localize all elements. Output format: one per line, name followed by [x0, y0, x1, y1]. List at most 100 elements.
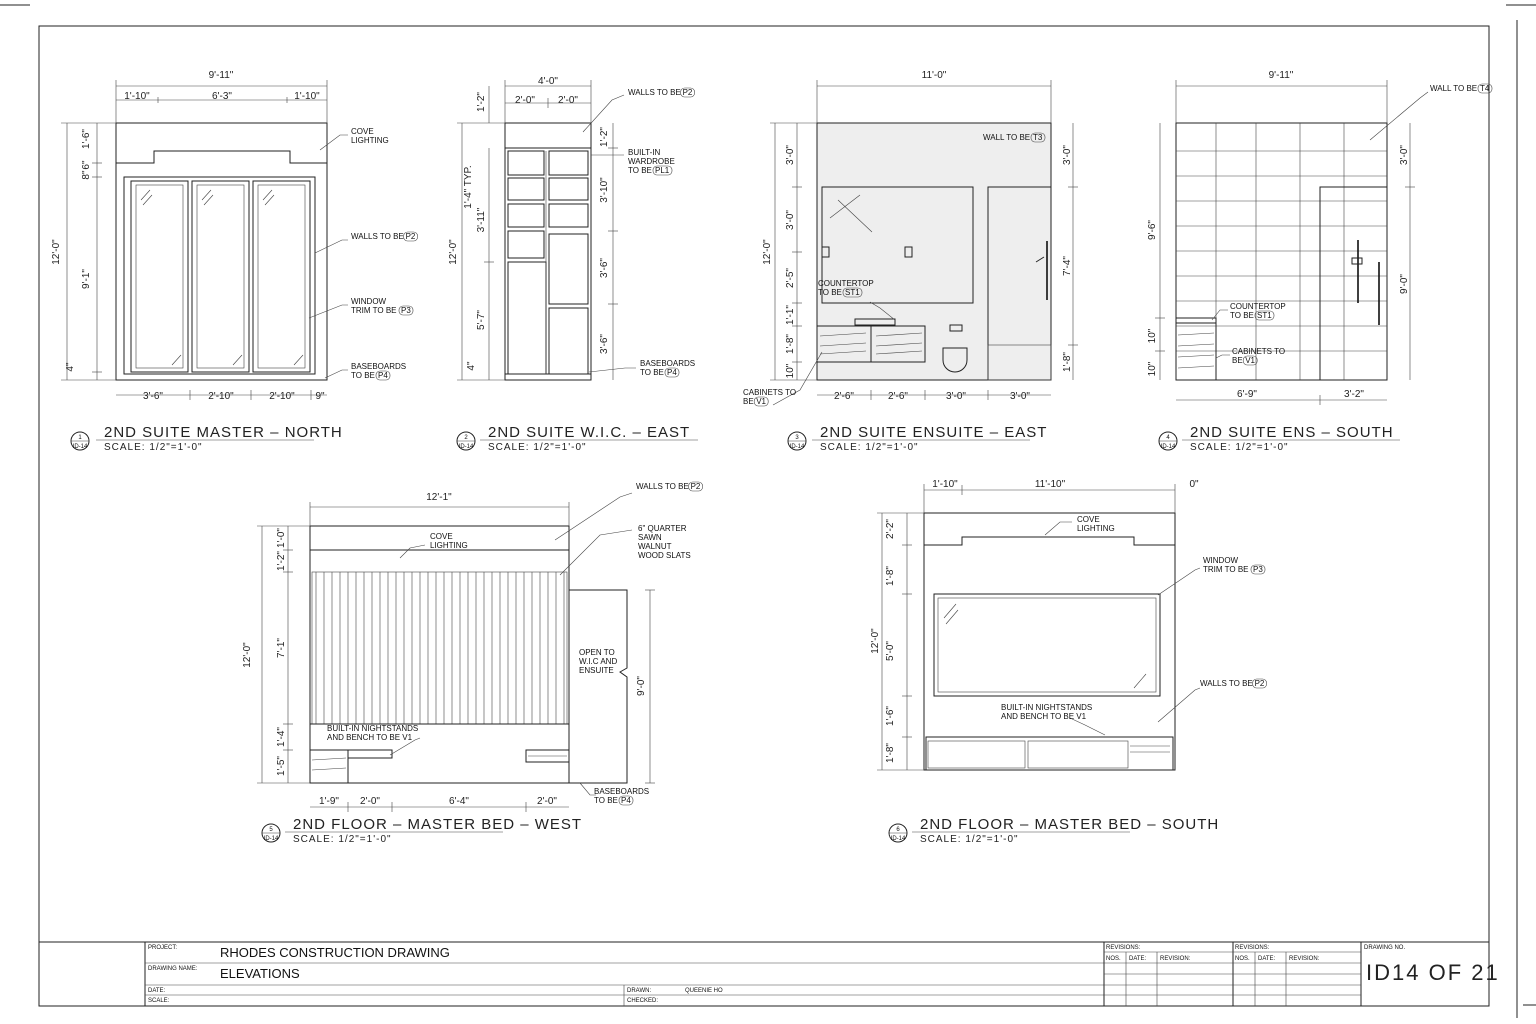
view-2-dimension: 5'-7": [476, 310, 487, 330]
view-4-note-text: BE: [1232, 356, 1243, 365]
view-1-dimension: 8": [81, 170, 92, 180]
view-5-dimension: 12'-1": [426, 492, 452, 503]
view-1-note-text: BASEBOARDS: [351, 362, 406, 371]
view-5-dimension: 1'-4": [276, 727, 287, 747]
view-2-material-tag-box: [664, 367, 680, 378]
view-5-note-text: WOOD SLATS: [638, 551, 691, 560]
view-4-dimension: 3'-2": [1344, 389, 1364, 400]
view-1-dimension: 9'-11": [209, 70, 234, 81]
view-3-material-tag: ST1: [845, 288, 860, 297]
view-5-note-text: SAWN: [638, 533, 662, 542]
view-1-dimension: 9": [315, 391, 325, 402]
view-4-material-tag-box: [1242, 355, 1258, 366]
view-3-material-tag: V1: [756, 397, 766, 406]
view-4-note-text: CABINETS TO: [1232, 347, 1285, 356]
view-6-material-tag-box: [1252, 678, 1267, 689]
view-2-dimension: 3'-6": [599, 258, 610, 278]
view-5-dimension: 1'-2": [276, 551, 287, 571]
revisions-label: REVISIONS:: [1106, 945, 1141, 951]
view-5-note-text: BUILT-IN NIGHTSTANDS: [327, 724, 418, 733]
view-4-dimension: 10": [1147, 328, 1158, 343]
view-4-material-tag: T4: [1480, 84, 1490, 93]
view-2-dimension: 12'-0": [448, 239, 459, 265]
view-4-material-tag: ST1: [1257, 311, 1272, 320]
view-5-note-text: WALLS TO BE: [636, 482, 689, 491]
view-2-dimension: 4'-0": [538, 76, 558, 87]
view-5-note-text: 6" QUARTER: [638, 524, 687, 533]
view-5-material-tag: P2: [691, 482, 701, 491]
view-3-dimension: 3'-0": [785, 145, 796, 165]
view-1-dimension: 2'-10": [208, 391, 234, 402]
view-4-dimension: 10": [1147, 361, 1158, 376]
view-3-material-tag: T3: [1033, 133, 1043, 142]
view-5-dimension: 7'-1": [276, 638, 287, 658]
view-4-title: 2ND SUITE ENS – SOUTH: [1190, 424, 1394, 441]
view-4-sheet-ref: ID-14: [1161, 444, 1176, 450]
elevation-view-5: [257, 492, 655, 812]
view-5-note-text: AND BENCH TO BE V1: [327, 733, 413, 742]
view-2-dimension: 3'-11": [476, 207, 487, 232]
view-4-dimension: 9'-6": [1147, 220, 1158, 240]
view-5-note-text: TO BE: [594, 796, 618, 805]
view-3-scale: SCALE: 1/2"=1'-0": [820, 442, 919, 453]
elevation-view-4: [1155, 80, 1429, 405]
elevation-view-1: [61, 80, 348, 400]
view-6-dimension: 1'-6": [885, 706, 896, 726]
view-5-note-text: W.I.C AND: [579, 657, 617, 666]
view-6-dimension: 2'-2": [885, 519, 896, 539]
title-block: [39, 941, 1489, 1006]
elevation-view-3: [770, 80, 1078, 406]
view-6-material-tag: P2: [1255, 679, 1265, 688]
view-2-dimension: 2'-0": [558, 95, 578, 106]
view-2-note-text: WARDROBE: [628, 157, 675, 166]
view-4-note-text: WALL TO BE: [1430, 84, 1477, 93]
view-3-dimension: 1'-8": [785, 334, 796, 354]
view-5-dimension: 6'-4": [449, 796, 469, 807]
view-3-dimension: 11'-0": [922, 70, 947, 81]
view-1-dimension: 1'-10": [294, 91, 320, 102]
view-1-dimension: 6": [81, 160, 92, 170]
view-4-dimension: 6'-9": [1237, 389, 1257, 400]
view-6-note-text: WINDOW: [1203, 556, 1239, 565]
view-4-number: 4: [1166, 435, 1170, 441]
view-2-material-tag: P4: [667, 368, 677, 377]
view-1-note-text: WINDOW: [351, 297, 387, 306]
view-5-note-text: ENSUITE: [579, 666, 614, 675]
view-3-material-tag-box: [1030, 132, 1046, 143]
view-3-sheet-ref: ID-14: [790, 444, 805, 450]
view-5-dimension: 2'-0": [537, 796, 557, 807]
view-2-note-text: BUILT-IN: [628, 148, 661, 157]
view-2-dimension: 1'-4" TYP.: [463, 165, 474, 208]
view-6-note-text: BUILT-IN NIGHTSTANDS: [1001, 703, 1092, 712]
view-3-dimension: 3'-0": [1010, 391, 1030, 402]
view-2-dimension: 1'-2": [476, 92, 487, 112]
view-2-scale: SCALE: 1/2"=1'-0": [488, 442, 587, 453]
date-label: DATE:: [148, 988, 166, 994]
view-6-material-tag-box: [1250, 564, 1266, 575]
view-6-note-text: WALLS TO BE: [1200, 679, 1253, 688]
view-3-note-text: WALL TO BE: [983, 133, 1030, 142]
view-3-material-tag-box: [842, 287, 863, 298]
view-4-material-tag-box: [1254, 310, 1275, 321]
view-2-dimension: 1'-2": [599, 127, 610, 147]
revisions-label: REVISIONS:: [1235, 945, 1270, 951]
view-4-scale: SCALE: 1/2"=1'-0": [1190, 442, 1289, 453]
view-1-note-text: LIGHTING: [351, 136, 389, 145]
view-1-note-text: COVE: [351, 127, 374, 136]
view-2-material-tag-box: [680, 87, 695, 98]
view-1-dimension: 4": [65, 362, 76, 372]
view-1-material-tag-box: [398, 305, 414, 316]
view-2-number: 2: [464, 435, 468, 441]
view-3-dimension: 2'-5": [785, 268, 796, 288]
view-1-dimension: 1'-6": [81, 129, 92, 149]
view-5-sheet-ref: ID-14: [264, 836, 279, 842]
revision-label: REVISION:: [1289, 956, 1320, 962]
view-3-dimension: 2'-6": [834, 391, 854, 402]
view-1-number: 1: [78, 435, 82, 441]
project-name: RHODES CONSTRUCTION DRAWING: [220, 945, 450, 960]
view-5-dimension: 1'-9": [319, 796, 339, 807]
view-2-dimension: 3'-6": [599, 334, 610, 354]
view-5-material-tag: P4: [621, 796, 631, 805]
drawing-number: ID14 OF 21: [1366, 960, 1500, 985]
